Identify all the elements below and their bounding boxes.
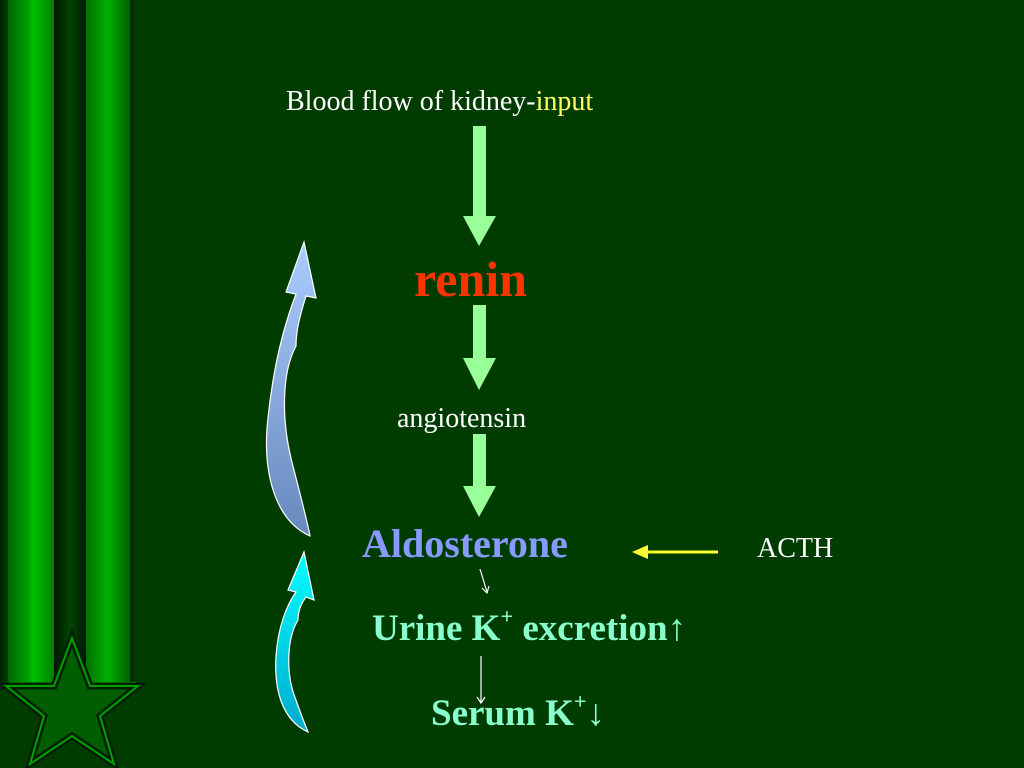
- arrow-renin-to-angiotensin: [463, 305, 496, 390]
- stripe-left-dark: [0, 0, 10, 690]
- stripe-left-bright: [8, 0, 54, 690]
- blood-flow-text: Blood flow of kidney-: [286, 86, 536, 117]
- arrow-blood-to-renin: [463, 126, 496, 246]
- arrow-angiotensin-to-aldosterone: [463, 434, 496, 517]
- aldosterone-label: Aldosterone: [362, 521, 568, 566]
- arrow-acth-to-aldosterone: [632, 545, 718, 559]
- stripe-center-dark: [54, 0, 86, 690]
- blood-flow-label: Blood flow of kidney-input: [286, 88, 593, 116]
- serum-superscript: +: [573, 688, 587, 714]
- urine-trend-up: ↑: [667, 608, 687, 649]
- star-icon: [0, 628, 149, 768]
- renin-label: renin: [414, 251, 527, 307]
- arrow-aldosterone-to-urine: [479, 568, 490, 595]
- urine-text: Urine K: [372, 608, 501, 649]
- serum-text: Serum K: [431, 693, 574, 734]
- serum-trend-down: ↓: [586, 693, 606, 734]
- stripe-right-dark: [130, 0, 136, 690]
- urine-excretion-label: Urine K+ excretion↑: [372, 605, 687, 649]
- acth-label: ACTH: [757, 533, 834, 564]
- arrow-urine-to-serum: [476, 656, 486, 705]
- feedback-arrow-lower: [275, 549, 315, 734]
- blood-flow-highlight: input: [535, 86, 594, 117]
- urine-superscript: +: [500, 603, 514, 629]
- stripe-right-bright: [86, 0, 130, 690]
- feedback-arrow-upper: [265, 239, 317, 538]
- serum-potassium-label: Serum K+↓: [431, 690, 606, 734]
- angiotensin-label: angiotensin: [397, 403, 527, 434]
- urine-rest: excretion: [513, 608, 668, 649]
